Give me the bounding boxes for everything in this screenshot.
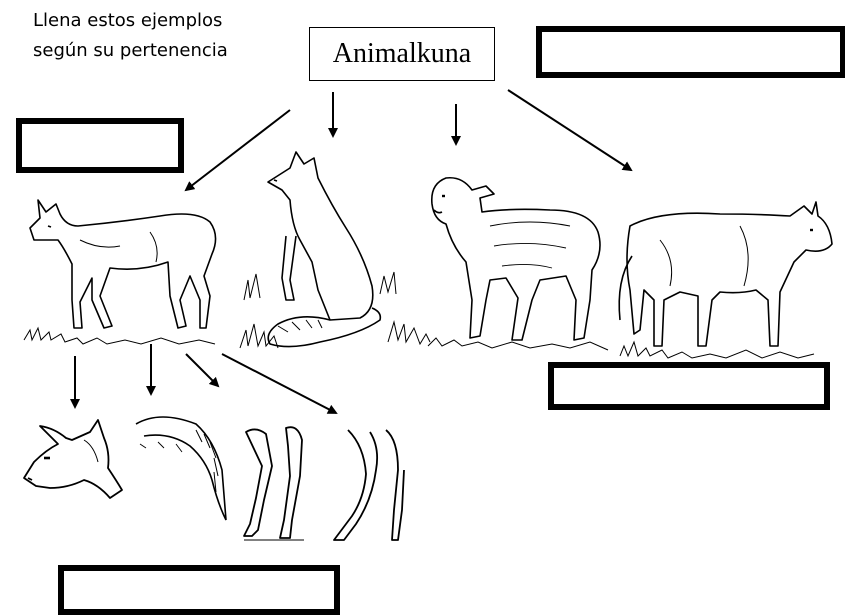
lamb-icon [432, 178, 600, 340]
arrow-to-leg-joint [186, 354, 218, 386]
cow-icon [619, 202, 832, 346]
arrows-to-parts [75, 344, 336, 413]
fox-icon [268, 152, 380, 347]
cow-grass [620, 342, 814, 358]
arrow-to-hind-leg [222, 354, 336, 413]
arrows-from-title [186, 90, 631, 190]
arrow-to-cow [508, 90, 631, 170]
leg-joint-icon [244, 427, 304, 540]
fur-icon [136, 417, 226, 520]
deer-head-icon [24, 420, 122, 498]
hind-leg-icon [334, 430, 404, 540]
deer-icon [30, 200, 216, 328]
deer-ground [24, 328, 215, 344]
